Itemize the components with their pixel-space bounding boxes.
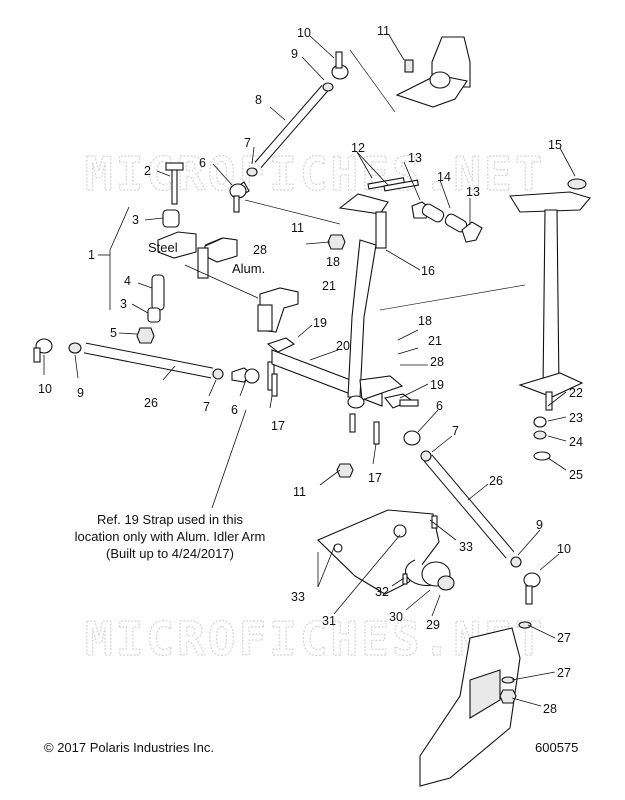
- callout-10: 10: [38, 382, 52, 396]
- note-line-3: (Built up to 4/24/2017): [106, 546, 234, 561]
- note-line-1: Ref. 19 Strap used in this: [97, 512, 243, 527]
- callout-33: 33: [459, 540, 473, 554]
- callout-28: 28: [543, 702, 557, 716]
- callout-2: 2: [144, 164, 151, 178]
- callout-25: 25: [569, 468, 583, 482]
- callout-33: 33: [291, 590, 305, 604]
- callout-7: 7: [203, 400, 210, 414]
- callout-20: 20: [336, 339, 350, 353]
- lower-tie-rod-left: [33, 338, 275, 391]
- callout-6: 6: [231, 403, 238, 417]
- callout-26: 26: [144, 396, 158, 410]
- callout-28: 28: [430, 355, 444, 369]
- callout-17: 17: [271, 419, 285, 433]
- strap-note: Ref. 19 Strap used in this location only…: [75, 512, 266, 561]
- callout-16: 16: [421, 264, 435, 278]
- callout-15: 15: [548, 138, 562, 152]
- callout-22: 22: [569, 386, 583, 400]
- callout-11-lower: 11: [293, 485, 306, 499]
- callout-28: 28: [253, 243, 267, 257]
- callout-7: 7: [244, 136, 251, 150]
- lower-knuckle: [419, 621, 532, 787]
- callout-3: 3: [132, 213, 139, 227]
- upper-tie-rod: [229, 51, 349, 213]
- callout-4: 4: [124, 274, 131, 288]
- callout-11: 11: [291, 221, 304, 235]
- callout-13: 13: [408, 151, 422, 165]
- callout-numbers: 10 9 11 8 7 6 2 3 1 4 3 5 10 9 26 7 6 28…: [38, 24, 583, 716]
- callout-11: 11: [377, 24, 390, 38]
- label-steel: Steel: [148, 240, 178, 255]
- callout-5: 5: [110, 326, 117, 340]
- callout-12: 12: [351, 141, 365, 155]
- callout-13: 13: [466, 185, 480, 199]
- steering-column-top: [349, 36, 471, 113]
- idler-arm-parts: [136, 162, 299, 344]
- callout-31: 31: [322, 614, 336, 628]
- watermark-top: MICROFICHES.NET: [85, 147, 545, 201]
- callout-18: 18: [326, 255, 340, 269]
- callout-27: 27: [557, 666, 571, 680]
- parts-artwork: [33, 34, 591, 787]
- callout-29: 29: [426, 618, 440, 632]
- note-line-2: location only with Alum. Idler Arm: [75, 529, 266, 544]
- copyright-text: © 2017 Polaris Industries Inc.: [44, 740, 214, 755]
- callout-17: 17: [368, 471, 382, 485]
- callout-21: 21: [322, 279, 336, 293]
- pitman-arm: [336, 193, 526, 478]
- callout-9: 9: [536, 518, 543, 532]
- callout-10: 10: [557, 542, 571, 556]
- callout-30: 30: [389, 610, 403, 624]
- callout-26: 26: [489, 474, 503, 488]
- lower-tie-rod-right: [403, 430, 541, 605]
- callout-10: 10: [297, 26, 311, 40]
- steering-column-right: [509, 178, 591, 461]
- callout-9: 9: [291, 47, 298, 61]
- callout-23: 23: [569, 411, 583, 425]
- callout-6: 6: [436, 399, 443, 413]
- leader-lines: [43, 34, 576, 707]
- skid-bracket: [317, 509, 455, 595]
- callout-21: 21: [428, 334, 442, 348]
- callout-18: 18: [418, 314, 432, 328]
- label-alum: Alum.: [232, 261, 265, 276]
- callout-7: 7: [452, 424, 459, 438]
- callout-24: 24: [569, 435, 583, 449]
- callout-27: 27: [557, 631, 571, 645]
- callout-3: 3: [120, 297, 127, 311]
- callout-6: 6: [199, 156, 206, 170]
- callout-1: 1: [88, 248, 95, 262]
- callout-14: 14: [437, 170, 451, 184]
- callout-19: 19: [430, 378, 444, 392]
- callout-32: 32: [375, 585, 389, 599]
- callout-9: 9: [77, 386, 84, 400]
- callout-19: 19: [313, 316, 327, 330]
- diagram-number: 600575: [535, 740, 578, 755]
- callout-8: 8: [255, 93, 262, 107]
